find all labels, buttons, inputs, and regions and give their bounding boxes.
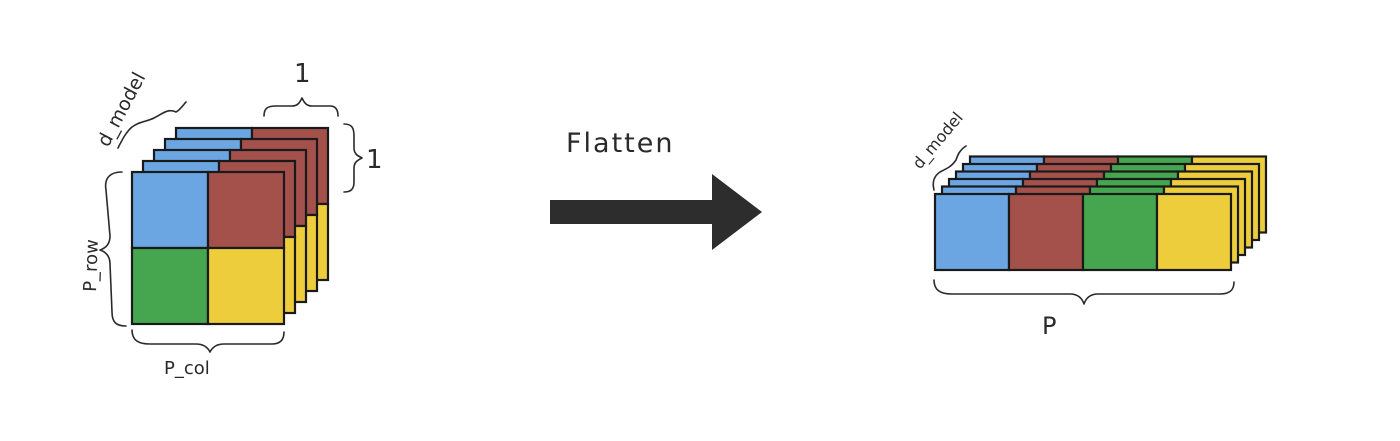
flatten-arrow xyxy=(550,174,762,250)
patch-cell-yellow xyxy=(206,246,286,326)
patch-cell-blue xyxy=(130,170,210,250)
patch-width-brace xyxy=(263,97,339,117)
d-model-brace-left xyxy=(117,101,187,149)
d-model-label-left: d_model xyxy=(93,69,150,151)
sequence-layer xyxy=(933,192,1233,272)
p-row-brace xyxy=(99,171,127,327)
patch-grid-layer xyxy=(130,170,286,326)
flatten-label: Flatten xyxy=(566,128,674,159)
sequence-cell-blue xyxy=(933,192,1011,272)
patch-height-brace xyxy=(343,123,363,193)
patch-cell-red xyxy=(206,170,286,250)
p-brace xyxy=(933,279,1235,305)
patch-width-label: 1 xyxy=(294,59,311,89)
patch-height-label: 1 xyxy=(366,145,383,175)
p-row-label: P_row xyxy=(80,239,103,292)
p-label: P xyxy=(1042,312,1056,340)
flattened-sequence-stack xyxy=(933,155,1268,272)
d-model-brace-right xyxy=(932,145,967,191)
p-col-label: P_col xyxy=(164,358,210,379)
sequence-cell-green xyxy=(1081,192,1159,272)
sequence-cell-yellow xyxy=(1155,192,1233,272)
p-col-brace xyxy=(131,329,285,353)
patch-grid-stack xyxy=(130,126,330,326)
patch-cell-green xyxy=(130,246,210,326)
sequence-cell-red xyxy=(1007,192,1085,272)
d-model-label-right: d_model xyxy=(909,108,968,173)
